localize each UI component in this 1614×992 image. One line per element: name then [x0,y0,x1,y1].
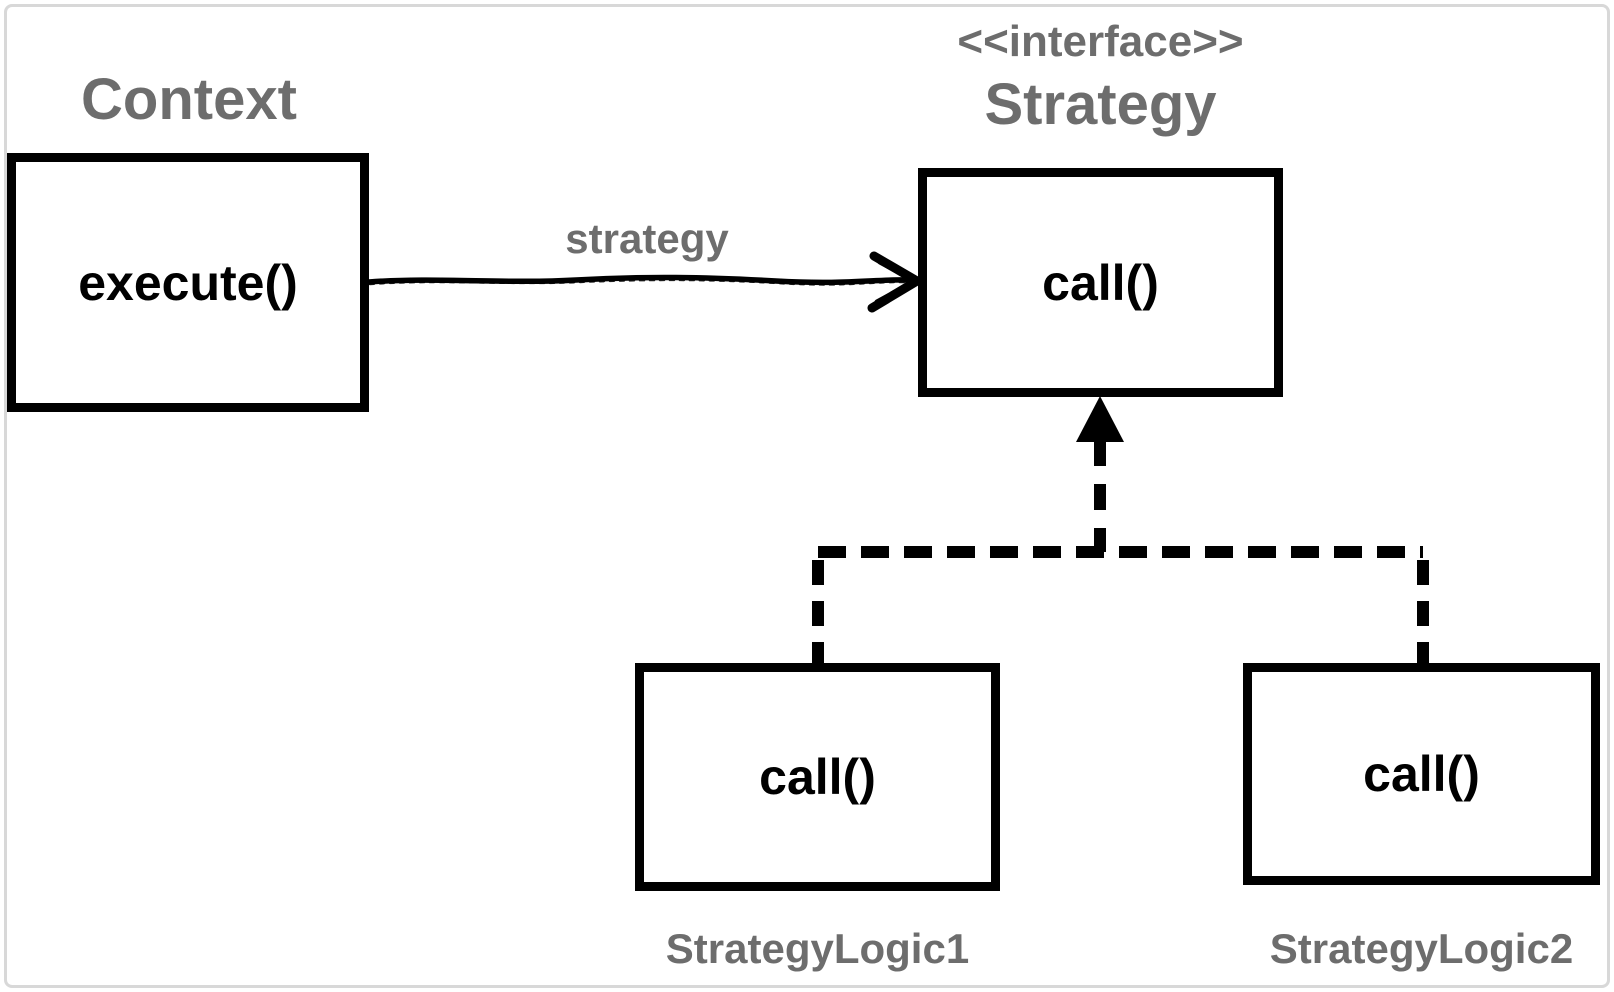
association-arrow-icon [366,251,922,313]
strategy-interface-title: Strategy [984,72,1217,137]
association-label: strategy [565,215,729,262]
strategy-stereotype: <<interface>> [957,17,1244,66]
strategylogic2-class-box: call() [1243,663,1600,885]
context-class-box: execute() [7,153,369,412]
strategy-method-call: call() [1042,254,1159,311]
context-class-title: Context [81,67,297,132]
association-arrow-shaft [366,274,911,286]
association-arrowhead-inner [874,259,918,305]
strategylogic1-method-call: call() [759,749,876,805]
strategylogic1-class-title: StrategyLogic1 [665,925,970,972]
inheritance-triangle-icon [1076,396,1124,442]
strategylogic2-class-title: StrategyLogic2 [1269,925,1574,972]
strategy-interface-box: call() [918,168,1283,397]
context-method-execute: execute() [78,254,298,311]
strategylogic1-class-box: call() [635,663,1000,891]
realization-connector-icon [812,396,1429,663]
strategylogic2-method-call: call() [1363,746,1480,802]
